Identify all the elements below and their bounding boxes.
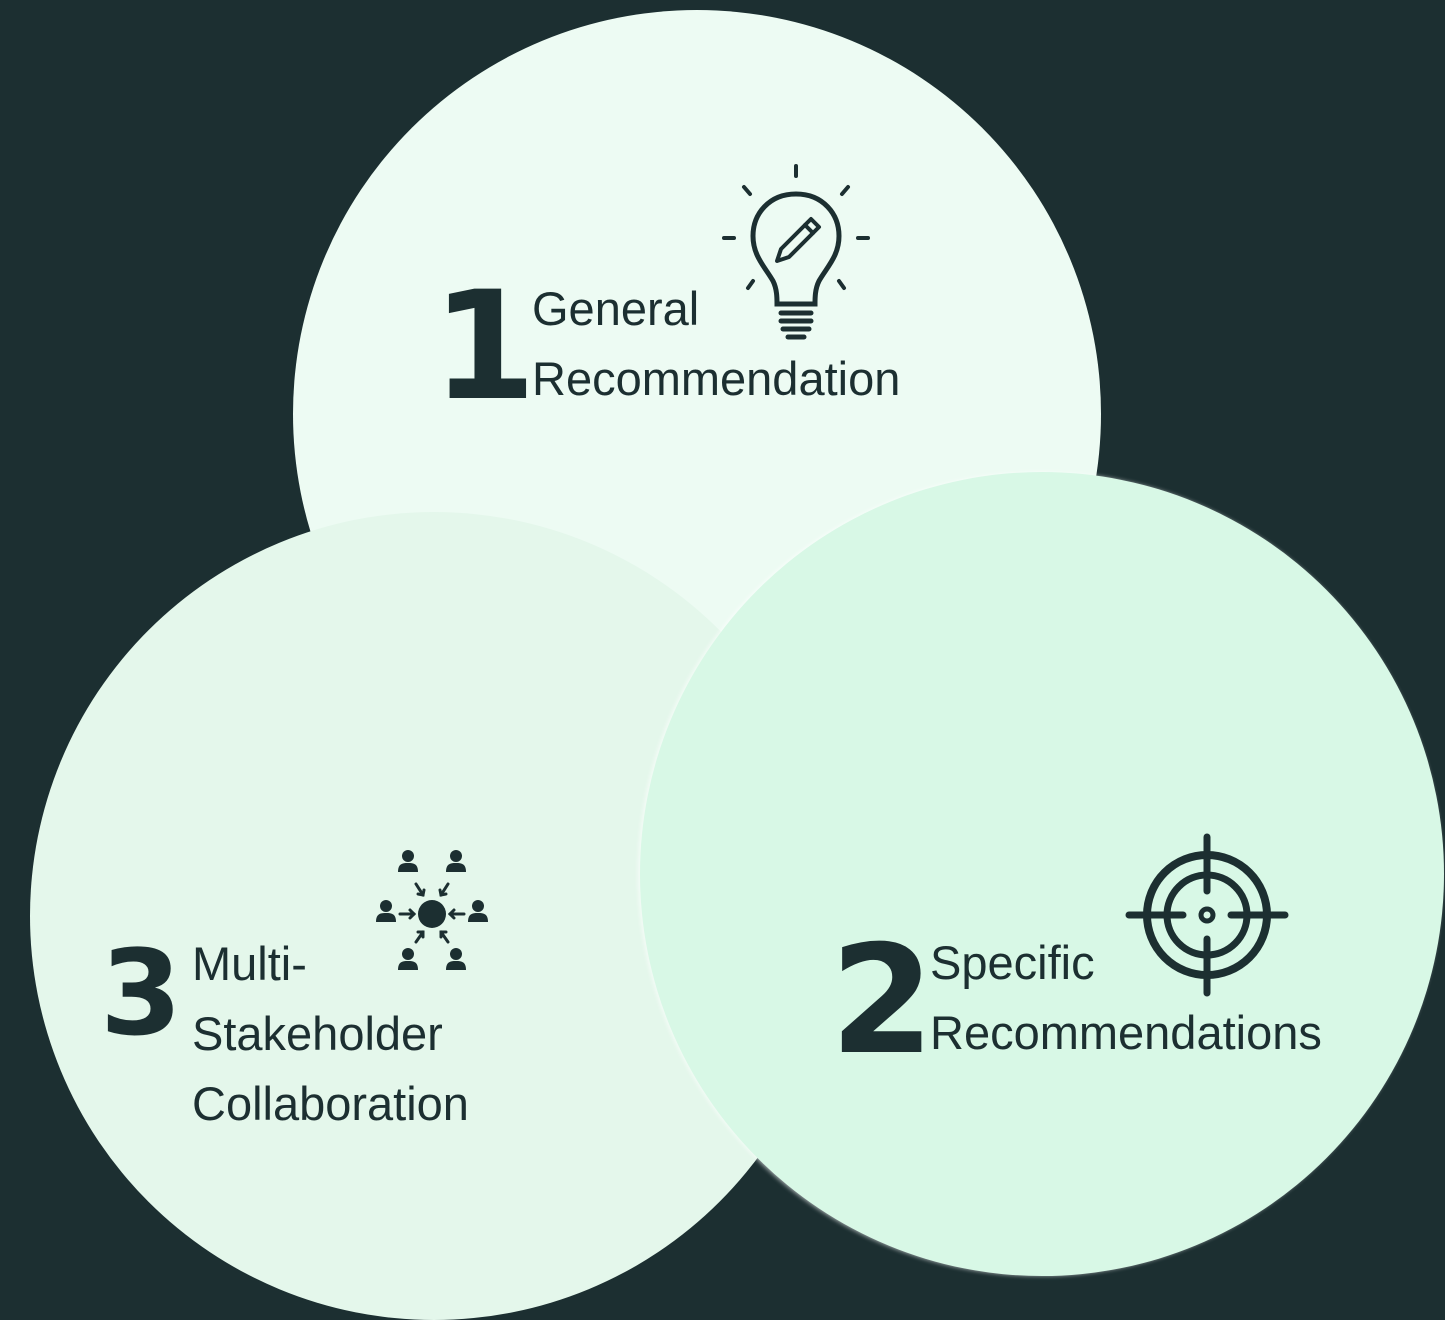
item-2-line-1: Specific bbox=[930, 936, 1095, 989]
item-3-line-3: Collaboration bbox=[192, 1077, 469, 1130]
item-label-specific-recommendations: Specific Recommendations bbox=[930, 928, 1322, 1068]
item-number-2: 2 bbox=[830, 914, 935, 1088]
item-number-1: 1 bbox=[432, 260, 537, 434]
item-1-line-2: Recommendation bbox=[532, 352, 901, 405]
circle-specific-recommendations bbox=[640, 472, 1444, 1276]
item-number-3: 3 bbox=[100, 924, 183, 1062]
item-1-line-1: General bbox=[532, 282, 700, 335]
target-crosshair-icon bbox=[1125, 833, 1289, 997]
lightbulb-pencil-icon bbox=[722, 164, 870, 340]
network-people-icon bbox=[376, 850, 488, 970]
item-3-line-2: Stakeholder bbox=[192, 1007, 443, 1060]
item-label-general-recommendation: General Recommendation bbox=[532, 274, 900, 414]
item-label-multi-stakeholder-collaboration: Multi- Stakeholder Collaboration bbox=[192, 929, 469, 1139]
item-3-line-1: Multi- bbox=[192, 937, 307, 990]
item-2-line-2: Recommendations bbox=[930, 1006, 1322, 1059]
